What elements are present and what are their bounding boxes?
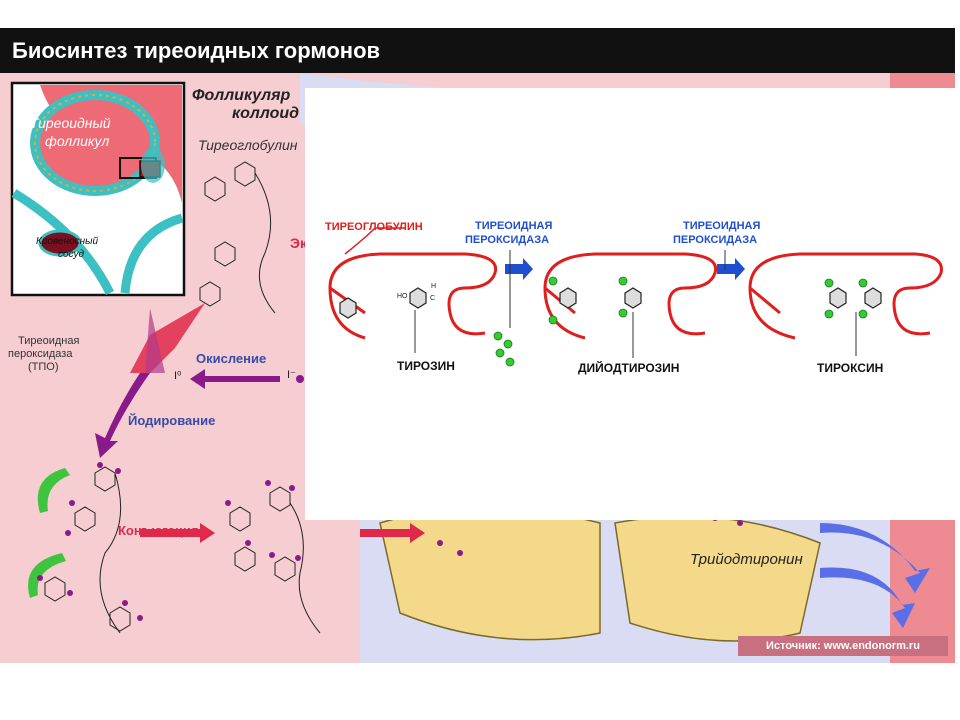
iodine-atom-icon [493,276,868,367]
tpo-label-1: Тиреоидная [18,335,80,347]
enzyme-label-1b: ПЕРОКСИДАЗА [465,234,550,246]
iodination-label: Йодирование [128,413,216,428]
overlay-diagram-art [328,227,943,367]
thyroglobulin-label: ТИРЕОГЛОБУЛИН [325,221,423,233]
inset-vessel-label-2: сосуд [58,249,84,260]
iodine-atom-icon [296,375,304,383]
h-label: H [431,283,437,290]
oxidation-label: Окисление [196,351,267,366]
slide-title: Биосинтез тиреоидных гормонов [0,28,955,73]
ho-label: HO [397,293,408,300]
tpo-label-3: (ТПО) [28,361,59,373]
enzyme-label-1a: ТИРЕОИДНАЯ [475,220,553,232]
iodine-label: I⁰ [174,370,182,382]
iodide-label: I⁻ [287,369,296,381]
c-label: C [430,295,436,302]
stage-tyrosine: ТИРОЗИН [397,359,455,373]
triiodothyronine-label: Трийодтиронин [690,551,803,568]
thyroglobulin-bg-label: Тиреоглобулин [198,137,298,153]
right-arrow-icon [717,258,745,280]
ex-label: Эк [290,235,307,251]
enzyme-label-2a: ТИРЕОИДНАЯ [683,220,761,232]
enzyme-label-2b: ПЕРОКСИДАЗА [673,234,758,246]
inset-follicle-label-2: фолликул [45,133,110,149]
conjugation-label: Конъюгация [118,523,199,538]
tpo-label-2: пероксидаза [8,348,73,360]
stage-thyroxine: ТИРОКСИН [817,361,884,375]
stage-diiodotyrosine: ДИЙОДТИРОЗИН [578,361,680,375]
benzene-ring-icon [339,287,882,319]
colloid-label-1: Фолликуляр [192,87,291,104]
overlay-diagram: ТИРЕОГЛОБУЛИН ТИРЕОИДНАЯ ПЕРОКСИДАЗА ТИР… [305,88,955,520]
inset-vessel-label-1: Кровеносный [36,236,99,247]
source-badge: Источник: www.endonorm.ru [738,636,948,656]
background-diagram-art [10,73,955,663]
colloid-label-2: коллоид [232,105,300,122]
right-arrow-icon [505,258,533,280]
inset-follicle-label-1: Тиреоидный [30,115,111,131]
